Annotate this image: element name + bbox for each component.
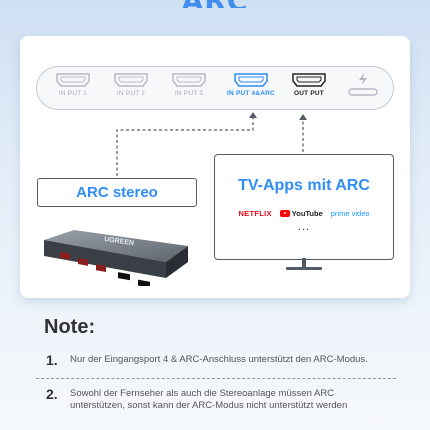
diagram-card: IN PUT 1 IN PUT 2 IN PUT 3 IN PUT 4&ARC [20,36,410,298]
hdmi-port-icon [172,73,206,87]
note-number: 2. [46,386,58,402]
hdmi-switch-device: UGREEN [44,230,188,286]
device-brand-text: UGREEN [104,236,135,247]
port-power [343,73,383,96]
port-input-4-arc: IN PUT 4&ARC [223,73,279,97]
connector-lines [116,112,307,176]
netflix-logo: NETFLIX [238,209,272,218]
usb-c-port-icon [348,88,378,96]
notes-heading: Note: [44,316,96,338]
hdmi-port-icon [56,73,90,87]
prime-video-logo: prime video [330,209,370,218]
youtube-logo: YouTube [279,209,323,218]
port-label: IN PUT 2 [116,90,146,97]
arrow-up-icon [299,114,307,120]
note-text: Nur der Eingangsport 4 & ARC-Anschluss u… [70,354,368,365]
tv-title: TV-Apps mit ARC [238,177,370,194]
arc-connector-line [116,116,254,176]
note-number: 1. [46,352,58,368]
notes-divider [36,378,396,379]
app-logos: NETFLIX YouTube prime video [215,209,393,218]
port-output: OUT PUT [287,73,331,97]
arc-stereo-box: ARC stereo [37,178,197,207]
hdmi-port-icon [292,73,326,87]
hdmi-port-icon [234,73,268,87]
tv-stand-icon [286,258,322,270]
more-apps-indicator: ... [297,221,311,233]
port-input-3: IN PUT 3 [167,73,211,97]
port-input-2: IN PUT 2 [109,73,153,97]
port-input-1: IN PUT 1 [51,73,95,97]
hdmi-port-icon [114,73,148,87]
port-label: IN PUT 4&ARC [227,90,275,97]
arrow-up-icon [249,112,257,118]
port-label: OUT PUT [294,90,324,97]
port-label: IN PUT 1 [58,90,88,97]
tv-screen: TV-Apps mit ARC NETFLIX YouTube prime vi… [214,154,394,260]
switch-port-panel: IN PUT 1 IN PUT 2 IN PUT 3 IN PUT 4&ARC [36,66,394,110]
youtube-play-icon [279,210,290,217]
note-text: Sowohl der Fernseher als auch die Stereo… [70,388,348,411]
page-title: ARC [0,0,430,8]
lightning-icon [359,73,367,85]
youtube-label: YouTube [291,209,323,218]
arc-stereo-label: ARC stereo [76,184,158,201]
port-label: IN PUT 3 [174,90,204,97]
